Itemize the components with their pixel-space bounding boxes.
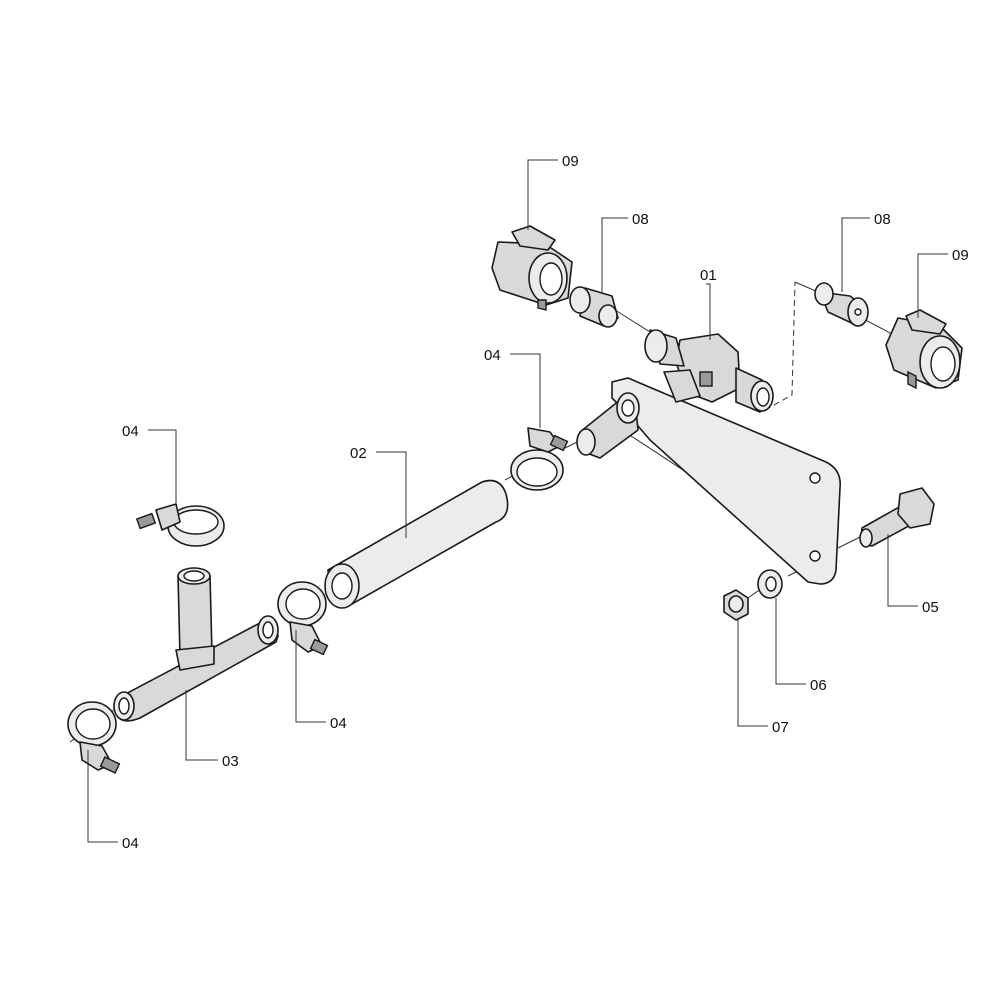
callout-05: 05 (922, 599, 939, 616)
callout-09-right: 09 (952, 247, 969, 264)
tee-valve-bracket-assembly (576, 329, 842, 585)
leader-02 (376, 451, 407, 538)
leader-04-middle (295, 630, 326, 723)
leader-08-right (841, 217, 870, 292)
callout-labels: 01 02 03 04 04 04 04 05 06 07 08 08 09 0… (122, 153, 969, 852)
callout-01: 01 (700, 267, 717, 284)
hose-clamp-middle (277, 581, 329, 656)
callout-08-left: 08 (632, 211, 649, 228)
leader-09-left (527, 159, 558, 230)
nozzle-cap-left (491, 225, 573, 311)
hose (324, 479, 509, 609)
bolt (859, 487, 935, 548)
leader-04-lower-left (87, 750, 118, 843)
callout-04-upper-left: 04 (122, 423, 139, 440)
callout-03: 03 (222, 753, 239, 770)
leader-01 (706, 283, 711, 340)
hose-clamp-upper-left (135, 503, 225, 547)
washer (757, 569, 783, 599)
leader-06 (775, 598, 806, 685)
callout-02: 02 (350, 445, 367, 462)
leader-04-upper-left (148, 429, 177, 504)
nut (723, 589, 749, 621)
hose-clamp-lower-left (67, 701, 121, 774)
callout-04-middle: 04 (330, 715, 347, 732)
axis-bolt (837, 535, 863, 549)
axis-right-nozzle (794, 281, 819, 293)
leader-08-left (601, 217, 628, 292)
nozzle-tip-right (814, 282, 869, 327)
callout-09-left: 09 (562, 153, 579, 170)
callout-04-lower-left: 04 (122, 835, 139, 852)
leader-07 (737, 620, 768, 727)
callout-04-valve: 04 (484, 347, 501, 364)
axis-left-nozzle (611, 307, 651, 333)
nozzle-tip-left (569, 286, 619, 328)
hose-clamp-valve (510, 427, 569, 491)
callout-06: 06 (810, 677, 827, 694)
leader-05 (887, 534, 918, 607)
leader-lines (87, 159, 948, 843)
axis-right-dashed (764, 281, 796, 411)
callout-08-right: 08 (874, 211, 891, 228)
tee-pipe (113, 567, 279, 722)
leader-03 (185, 690, 218, 761)
nozzle-cap-right (885, 309, 963, 390)
leader-09-right (917, 253, 948, 318)
callout-07: 07 (772, 719, 789, 736)
leader-04-valve (510, 353, 541, 428)
